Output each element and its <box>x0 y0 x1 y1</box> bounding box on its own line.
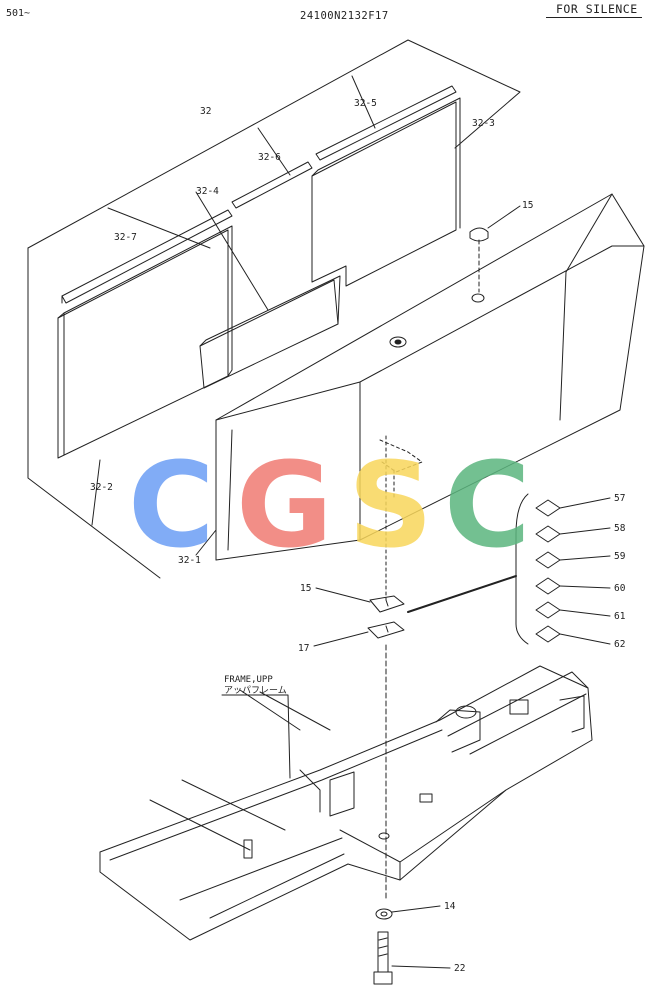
callout-32-6: 32-6 <box>258 152 281 163</box>
pad-32-2 <box>57 225 233 459</box>
cover-32-1 <box>215 193 645 561</box>
callout-32-3: 32-3 <box>472 118 495 129</box>
washer-14 <box>375 908 393 920</box>
callout-15-top: 15 <box>522 200 533 211</box>
leader-lines <box>313 205 611 969</box>
shim-stack <box>407 493 561 645</box>
hidden-fastener <box>379 435 423 601</box>
callout-14: 14 <box>444 901 456 912</box>
frame-label-ja: アッパフレーム <box>224 685 287 696</box>
callout-32-5: 32-5 <box>354 98 377 109</box>
watermark-letter-s: S <box>348 436 433 574</box>
strip-32-6 <box>231 161 313 209</box>
watermark-letter-c2: C <box>444 436 531 574</box>
callout-32-7: 32-7 <box>114 232 137 243</box>
watermark-letter-c1: C <box>128 436 215 574</box>
callout-32-4: 32-4 <box>196 186 219 197</box>
callout-22: 22 <box>454 963 465 974</box>
group-32-bracket-lines <box>27 39 521 579</box>
callout-15-mid: 15 <box>300 583 311 594</box>
callout-17: 17 <box>298 643 309 654</box>
callout-62: 62 <box>614 639 625 650</box>
callout-61: 61 <box>614 611 626 622</box>
callout-58: 58 <box>614 523 626 534</box>
callout-32-1: 32-1 <box>178 555 201 566</box>
document-code: 24100N2132F17 <box>300 10 389 22</box>
section-title: FOR SILENCE <box>546 2 642 18</box>
pad-32-4 <box>199 275 341 389</box>
frame-label-en: FRAME,UPP <box>224 675 273 685</box>
bolt-22 <box>373 931 393 985</box>
shim-15 <box>369 595 405 613</box>
callout-59: 59 <box>614 551 626 562</box>
shim-17 <box>367 621 405 639</box>
watermark: C G S C <box>128 436 531 574</box>
frame-label-pointer <box>221 694 291 779</box>
pad-32-3 <box>311 97 461 287</box>
callout-32: 32 <box>200 106 211 117</box>
callout-57: 57 <box>614 493 625 504</box>
upper-frame <box>99 644 593 941</box>
strip-32-7 <box>61 209 233 304</box>
callout-32-2: 32-2 <box>90 482 113 493</box>
watermark-letter-g: G <box>236 436 333 574</box>
page-reference: 501~ <box>6 8 31 19</box>
cap-bolt-15 <box>469 227 489 293</box>
callout-60: 60 <box>614 583 626 594</box>
callout-labels: 32 32-5 32-3 32-6 32-4 32-7 32-2 32-1 15… <box>90 98 626 974</box>
strip-32-5 <box>315 85 457 161</box>
